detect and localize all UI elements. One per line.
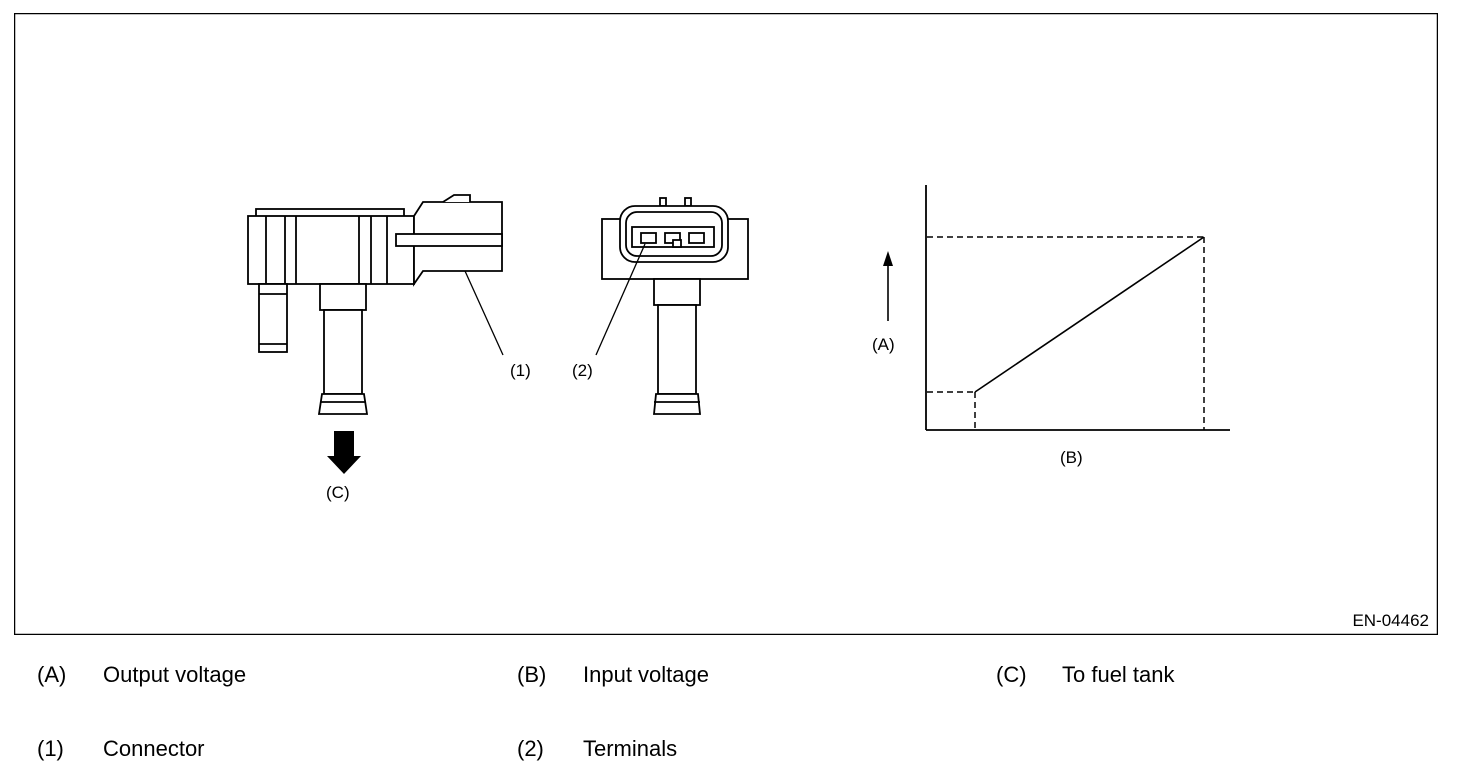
legend-key: (B) [517,662,547,687]
graph-guide-lines [927,236,1205,430]
legend-text: Connector [103,736,205,761]
voltage-graph: (A) (B) [872,185,1230,467]
diagram-frame: (1) (C) (2) (A) (B) EN-04462 [14,13,1438,635]
legend-key: (2) [517,736,544,761]
sensor-side-view [247,194,503,415]
legend-key: (C) [996,662,1027,687]
terminals-leader-line [595,243,646,356]
legend-text: To fuel tank [1062,662,1175,687]
legend-key: (A) [37,662,67,687]
callout-input-axis: (B) [1060,448,1083,467]
callout-terminals: (2) [572,361,593,380]
legend-text: Output voltage [103,662,247,687]
connector-leader-line [464,270,504,356]
up-arrow-icon [883,251,893,266]
sensor-front-view [601,197,749,415]
callout-fuel-tank: (C) [326,483,350,502]
callout-output-axis: (A) [872,335,895,354]
frame-border [14,13,1438,635]
figure-code: EN-04462 [1352,611,1429,630]
legend-text: Input voltage [583,662,709,687]
legend-key: (1) [37,736,64,761]
fuel-tank-arrow-icon [327,431,361,474]
graph-output-line [974,236,1205,393]
diagram-canvas: (1) (C) (2) (A) (B) EN-04462 [14,13,1438,635]
legend-text: Terminals [583,736,678,761]
callout-connector: (1) [510,361,531,380]
